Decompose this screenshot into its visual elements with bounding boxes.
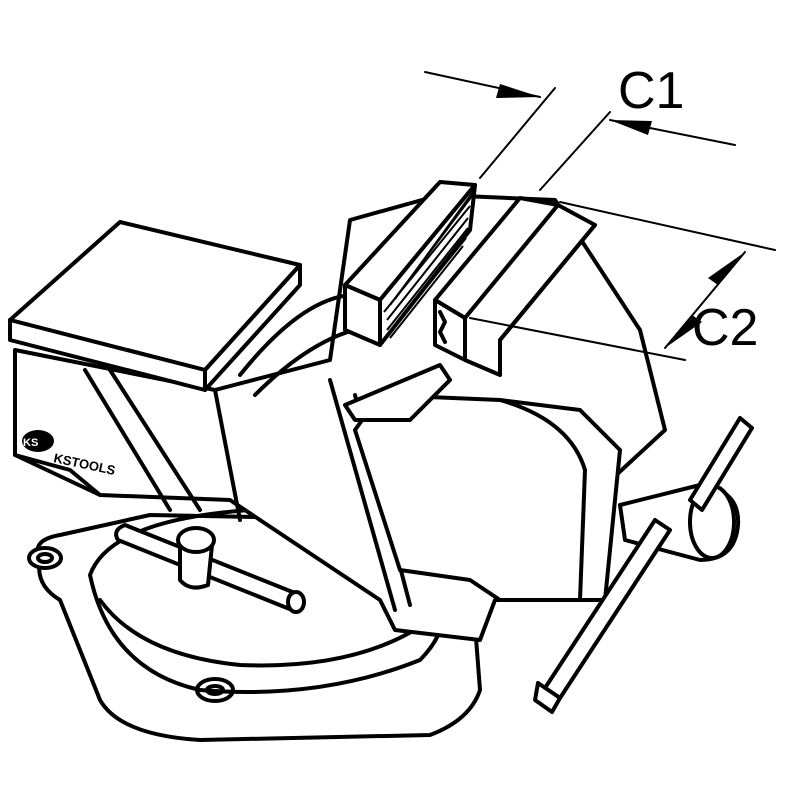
svg-text:KS: KS xyxy=(23,437,38,449)
serrated-jaw-face xyxy=(383,191,474,339)
swivel-lock-handle xyxy=(114,523,306,614)
movable-jaw-carriage xyxy=(343,363,622,602)
fixed-jaw xyxy=(343,180,477,347)
spindle-handle xyxy=(533,416,754,714)
movable-jaw xyxy=(433,196,597,377)
dimension-c1: C1 xyxy=(424,62,736,191)
c1-label: C1 xyxy=(618,62,684,120)
anvil xyxy=(8,220,302,392)
dimension-c2: C2 xyxy=(469,201,776,361)
c2-label: C2 xyxy=(692,299,758,357)
